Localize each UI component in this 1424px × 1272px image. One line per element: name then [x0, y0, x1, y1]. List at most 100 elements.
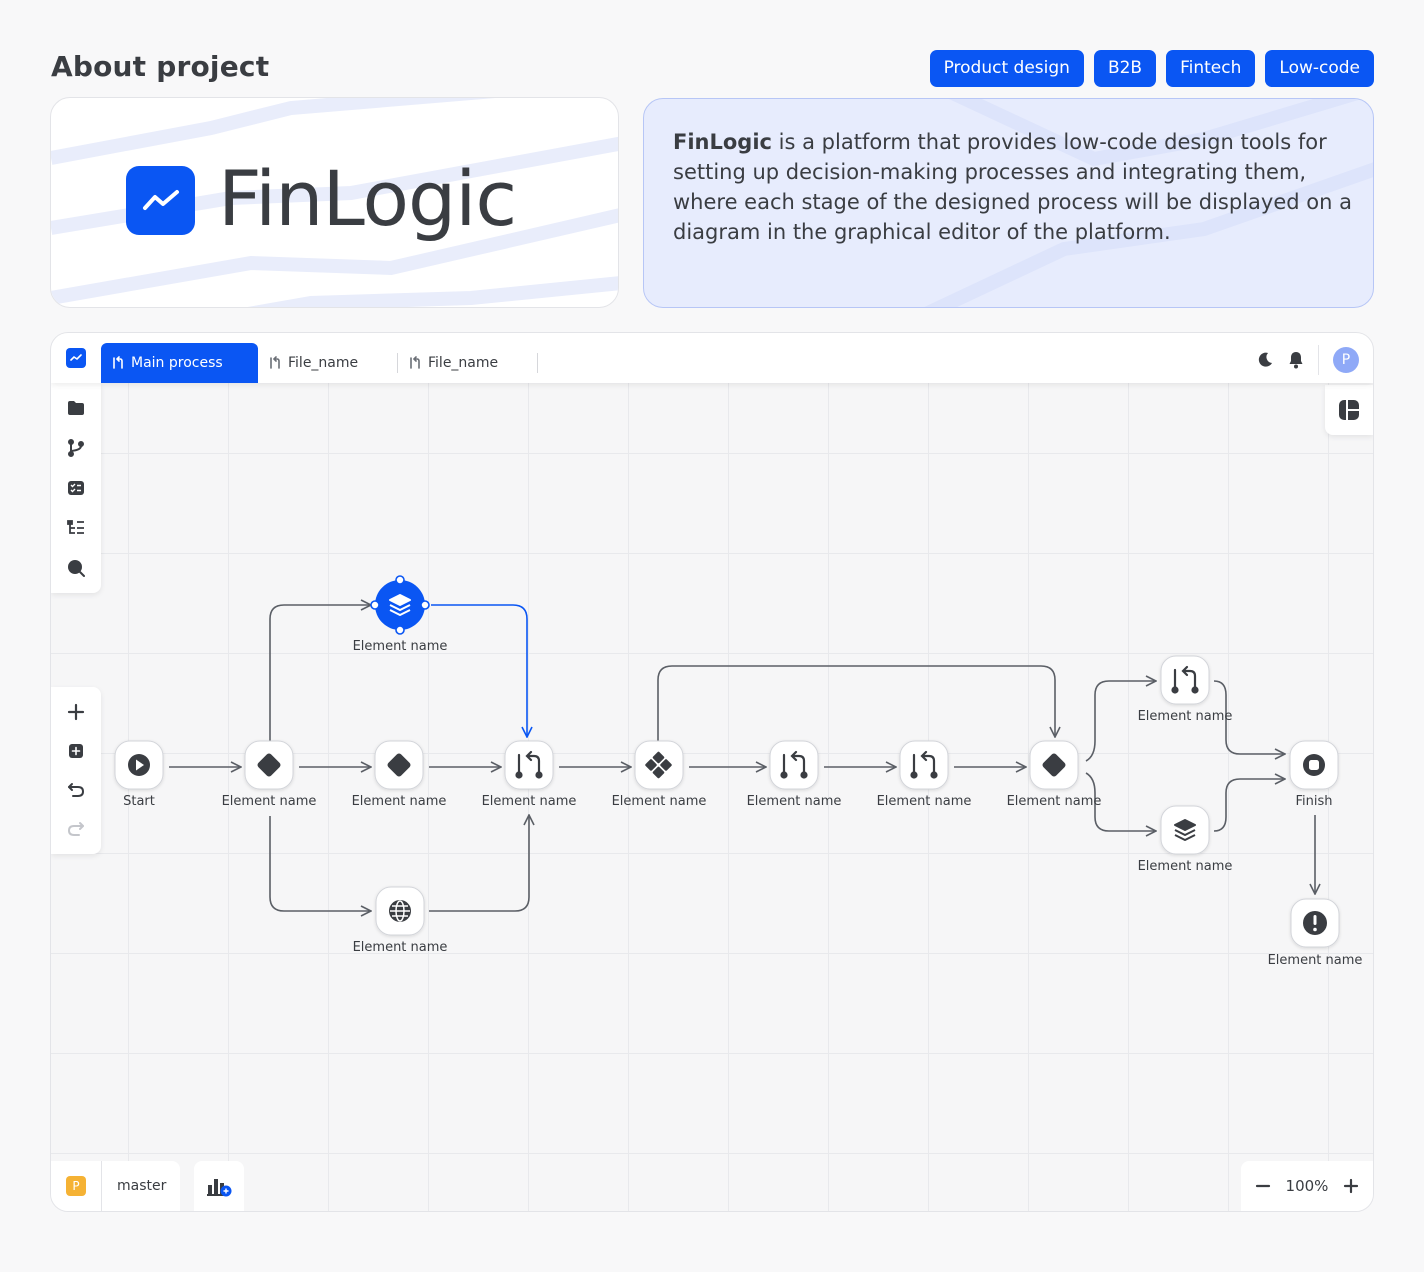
layers-icon: [1174, 819, 1196, 841]
folder-icon[interactable]: [66, 398, 86, 418]
tab-label: Main process: [131, 355, 223, 371]
description-card: FinLogic is a platform that provides low…: [643, 98, 1374, 308]
node-parallel[interactable]: Element name: [612, 740, 707, 809]
node-finish[interactable]: Finish: [1289, 740, 1339, 809]
node-label: Element name: [877, 794, 972, 809]
topbar-divider: [1318, 345, 1319, 375]
node-label: Element name: [482, 794, 577, 809]
logo-card: FinLogic: [50, 97, 619, 308]
node-label: Element name: [1138, 859, 1233, 874]
tab-file-2[interactable]: File_name: [398, 343, 538, 383]
app-logo-icon[interactable]: [66, 348, 86, 368]
node-merge-1[interactable]: Element name: [482, 740, 577, 809]
zoom-out-icon[interactable]: [1255, 1178, 1271, 1194]
redo-icon[interactable]: [66, 819, 86, 839]
editor-topbar: Main process File_name File_name P: [51, 333, 1373, 383]
canvas-actions: [51, 687, 101, 854]
process-diagram: Start Element name Element name: [114, 575, 1363, 968]
analytics-icon: [207, 1179, 232, 1197]
plus-icon[interactable]: [66, 702, 86, 722]
tab-main-process[interactable]: Main process: [101, 343, 258, 383]
node-merge-2[interactable]: Element name: [747, 740, 842, 809]
bell-icon[interactable]: [1288, 351, 1304, 369]
node-label: Element name: [1138, 709, 1233, 724]
node-gateway-3[interactable]: Element name: [1007, 740, 1102, 809]
description-background-pattern: [924, 99, 1373, 307]
edge-service-merge1-selected: [431, 604, 527, 737]
node-label: Element name: [747, 794, 842, 809]
tab-label: File_name: [288, 355, 359, 371]
description-brand: FinLogic: [673, 130, 772, 154]
left-toolbar: [51, 383, 101, 593]
diamond-icon: [1042, 753, 1066, 777]
tag-fintech[interactable]: Fintech: [1166, 50, 1256, 87]
node-label: Element name: [1007, 794, 1102, 809]
node-merge-3[interactable]: Element name: [877, 740, 972, 809]
node-label: Element name: [1268, 953, 1363, 968]
analytics-button[interactable]: [194, 1161, 244, 1211]
tag-low-code[interactable]: Low-code: [1265, 50, 1374, 87]
git-merge-icon: [410, 356, 420, 369]
connectors: [169, 605, 1315, 911]
node-label: Element name: [352, 794, 447, 809]
node-label: Element name: [353, 940, 448, 955]
edge-bottom-finish: [1213, 779, 1285, 832]
node-merge-top[interactable]: Element name: [1138, 655, 1233, 724]
tag-list: Product design B2B Fintech Low-code: [929, 50, 1374, 87]
node-gateway-1[interactable]: Element name: [222, 740, 317, 809]
selection-handles: [370, 575, 430, 635]
git-merge-icon: [515, 750, 543, 779]
branch-name: master: [117, 1178, 167, 1194]
tab-divider: [397, 353, 398, 373]
search-icon[interactable]: [66, 558, 86, 578]
diamond-icon: [257, 753, 281, 777]
node-service-selected[interactable]: Element name: [353, 575, 448, 654]
globe-icon: [389, 900, 411, 922]
edge-gw3-top: [1085, 681, 1156, 762]
branch-divider: [101, 1161, 102, 1211]
checklist-icon[interactable]: [66, 478, 86, 498]
edge-gw3-bottom: [1085, 772, 1156, 831]
edge-parallel-gw3: [657, 665, 1055, 741]
layout-panel-toggle[interactable]: [1325, 385, 1373, 435]
tab-file-1[interactable]: File_name: [258, 343, 398, 383]
tab-label: File_name: [428, 355, 499, 371]
avatar[interactable]: P: [1333, 347, 1359, 373]
node-label: Element name: [612, 794, 707, 809]
parallel-diamond-icon: [645, 751, 672, 779]
description-body: is a platform that provides low-code des…: [673, 130, 1352, 244]
add-square-icon[interactable]: [66, 741, 86, 761]
diamond-icon: [387, 753, 411, 777]
undo-icon[interactable]: [66, 780, 86, 800]
project-badge: P: [66, 1176, 86, 1196]
node-start[interactable]: Start: [114, 740, 164, 809]
node-layers-bottom[interactable]: Element name: [1138, 805, 1233, 874]
node-label: Start: [123, 794, 155, 809]
node-gateway-2[interactable]: Element name: [352, 740, 447, 809]
zoom-in-icon[interactable]: [1343, 1178, 1359, 1194]
git-merge-icon: [270, 356, 280, 369]
moon-icon[interactable]: [1256, 351, 1274, 369]
git-merge-icon: [113, 356, 123, 369]
description-text: FinLogic is a platform that provides low…: [673, 127, 1353, 247]
git-merge-icon: [780, 750, 808, 779]
git-branch-icon[interactable]: [66, 438, 86, 458]
node-label: Element name: [353, 639, 448, 654]
tag-b2b[interactable]: B2B: [1093, 50, 1157, 87]
node-label: Element name: [222, 794, 317, 809]
edge-web-merge1: [429, 815, 529, 912]
edge-top-finish: [1213, 680, 1285, 754]
logo-text: FinLogic: [218, 154, 517, 243]
zoom-level: 100%: [1285, 1177, 1329, 1195]
tag-product-design[interactable]: Product design: [929, 50, 1084, 87]
node-error[interactable]: Element name: [1268, 898, 1363, 968]
layers-icon: [389, 594, 411, 616]
tab-divider: [537, 353, 538, 373]
branch-selector[interactable]: P master: [51, 1161, 180, 1211]
node-web[interactable]: Element name: [353, 886, 448, 955]
edge-gw1-web: [269, 816, 371, 911]
git-merge-icon: [910, 750, 938, 779]
node-label: Finish: [1295, 794, 1332, 809]
tree-icon[interactable]: [66, 518, 86, 538]
process-editor: Start Element name Element name: [50, 332, 1374, 1212]
